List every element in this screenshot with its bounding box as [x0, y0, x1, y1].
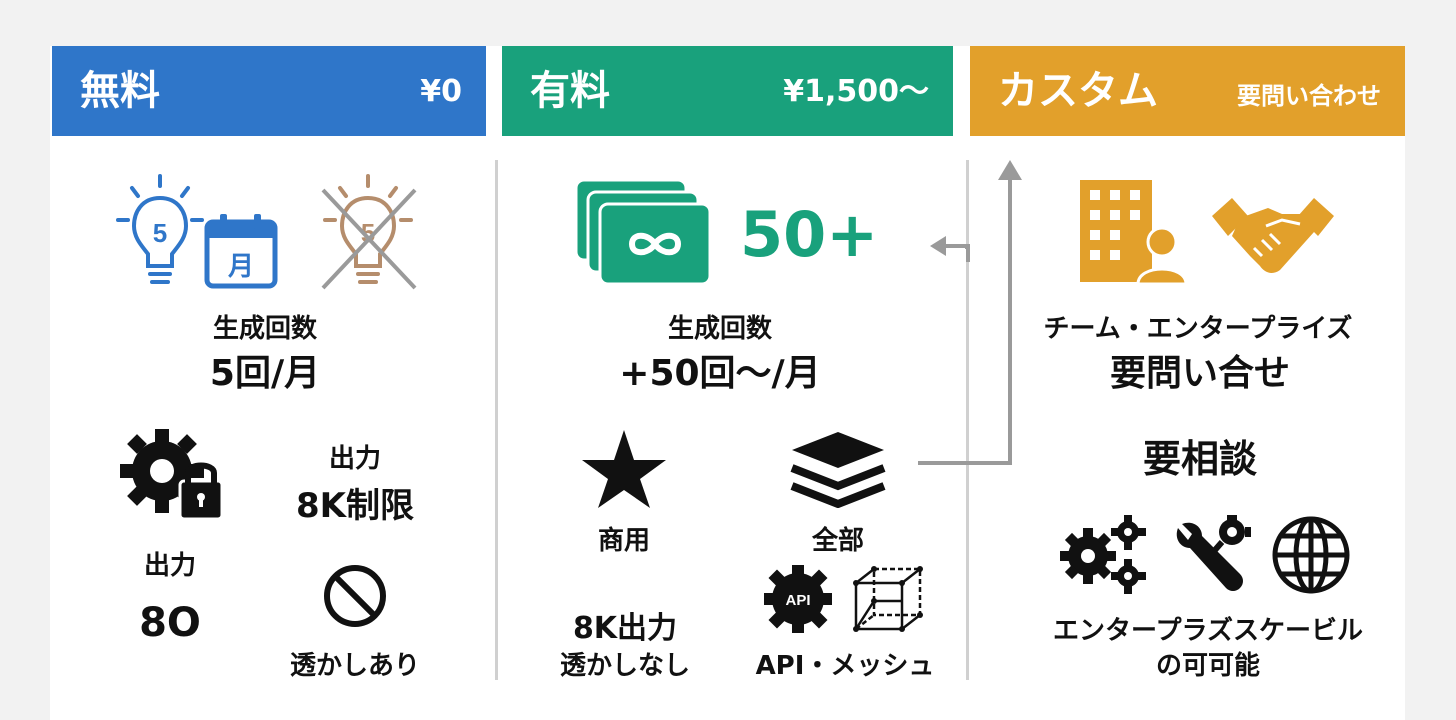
plan-name: 無料 — [80, 68, 160, 114]
gears-icon — [1060, 515, 1146, 594]
consult-text: 要相談 — [1142, 437, 1257, 481]
output-limit-value: 8K制限 — [295, 486, 414, 526]
plan-header-paid: 有料 ¥1,500〜 — [502, 46, 953, 136]
no-watermark-text: 透かしなし — [559, 651, 690, 681]
plan-price: ¥0 — [420, 74, 462, 109]
plan-name: カスタム — [998, 68, 1158, 114]
plan-header-free: 無料 ¥0 — [52, 46, 486, 136]
api-mesh-text: API・メッシュ — [755, 651, 935, 681]
output-value: 8O — [139, 600, 201, 646]
big-number: 50+ — [740, 198, 879, 271]
layers-icon — [790, 432, 886, 508]
generations-label: 生成回数 — [667, 314, 772, 344]
scalability-text: エンタープラズスケービル — [1053, 616, 1363, 646]
team-enterprise-text: チーム・エンタープライズ — [1043, 314, 1353, 344]
output-label: 出力 — [143, 551, 196, 581]
generations-label: 生成回数 — [212, 314, 317, 344]
lightbulb-5-icon: 5 — [116, 174, 204, 284]
office-building-icon — [1080, 180, 1188, 286]
star-icon — [582, 430, 666, 508]
upgrade-arrow-icon — [918, 160, 1022, 465]
plan-price: 要問い合わせ — [1237, 82, 1381, 110]
output-limit-label: 出力 — [328, 444, 381, 474]
watermark-text: 透かしあり — [289, 651, 420, 681]
gear-lock-icon — [120, 429, 224, 521]
globe-icon — [1272, 516, 1350, 594]
plan-name: 有料 — [530, 68, 610, 114]
generations-value: 5回/月 — [209, 353, 321, 394]
prohibited-icon — [324, 565, 386, 627]
column-divider — [495, 160, 498, 680]
tools-icon — [1176, 515, 1251, 591]
plan-price: ¥1,500〜 — [783, 74, 929, 109]
api-gear-icon: API — [764, 565, 832, 633]
api-label: API — [785, 592, 810, 609]
all-text: 全部 — [811, 526, 864, 556]
calendar-month-icon: 月 — [204, 214, 278, 289]
generations-value: +50回〜/月 — [619, 353, 821, 394]
infinity-cards-icon — [574, 178, 712, 286]
cube-mesh-icon — [853, 566, 923, 632]
pricing-card — [50, 46, 1405, 720]
plan-header-custom: カスタム 要問い合わせ — [970, 46, 1405, 136]
scalability-text-2: の可可能 — [1155, 651, 1260, 681]
contact-text: 要問い合せ — [1109, 353, 1290, 394]
commercial-text: 商用 — [597, 526, 650, 556]
lightbulb-crossed-icon: 5 — [321, 174, 417, 290]
bulb-number: 5 — [153, 218, 167, 248]
calendar-label: 月 — [227, 252, 254, 282]
output-text: 8K出力 — [572, 611, 678, 646]
handshake-icon — [1212, 198, 1334, 273]
column-divider — [966, 160, 969, 680]
